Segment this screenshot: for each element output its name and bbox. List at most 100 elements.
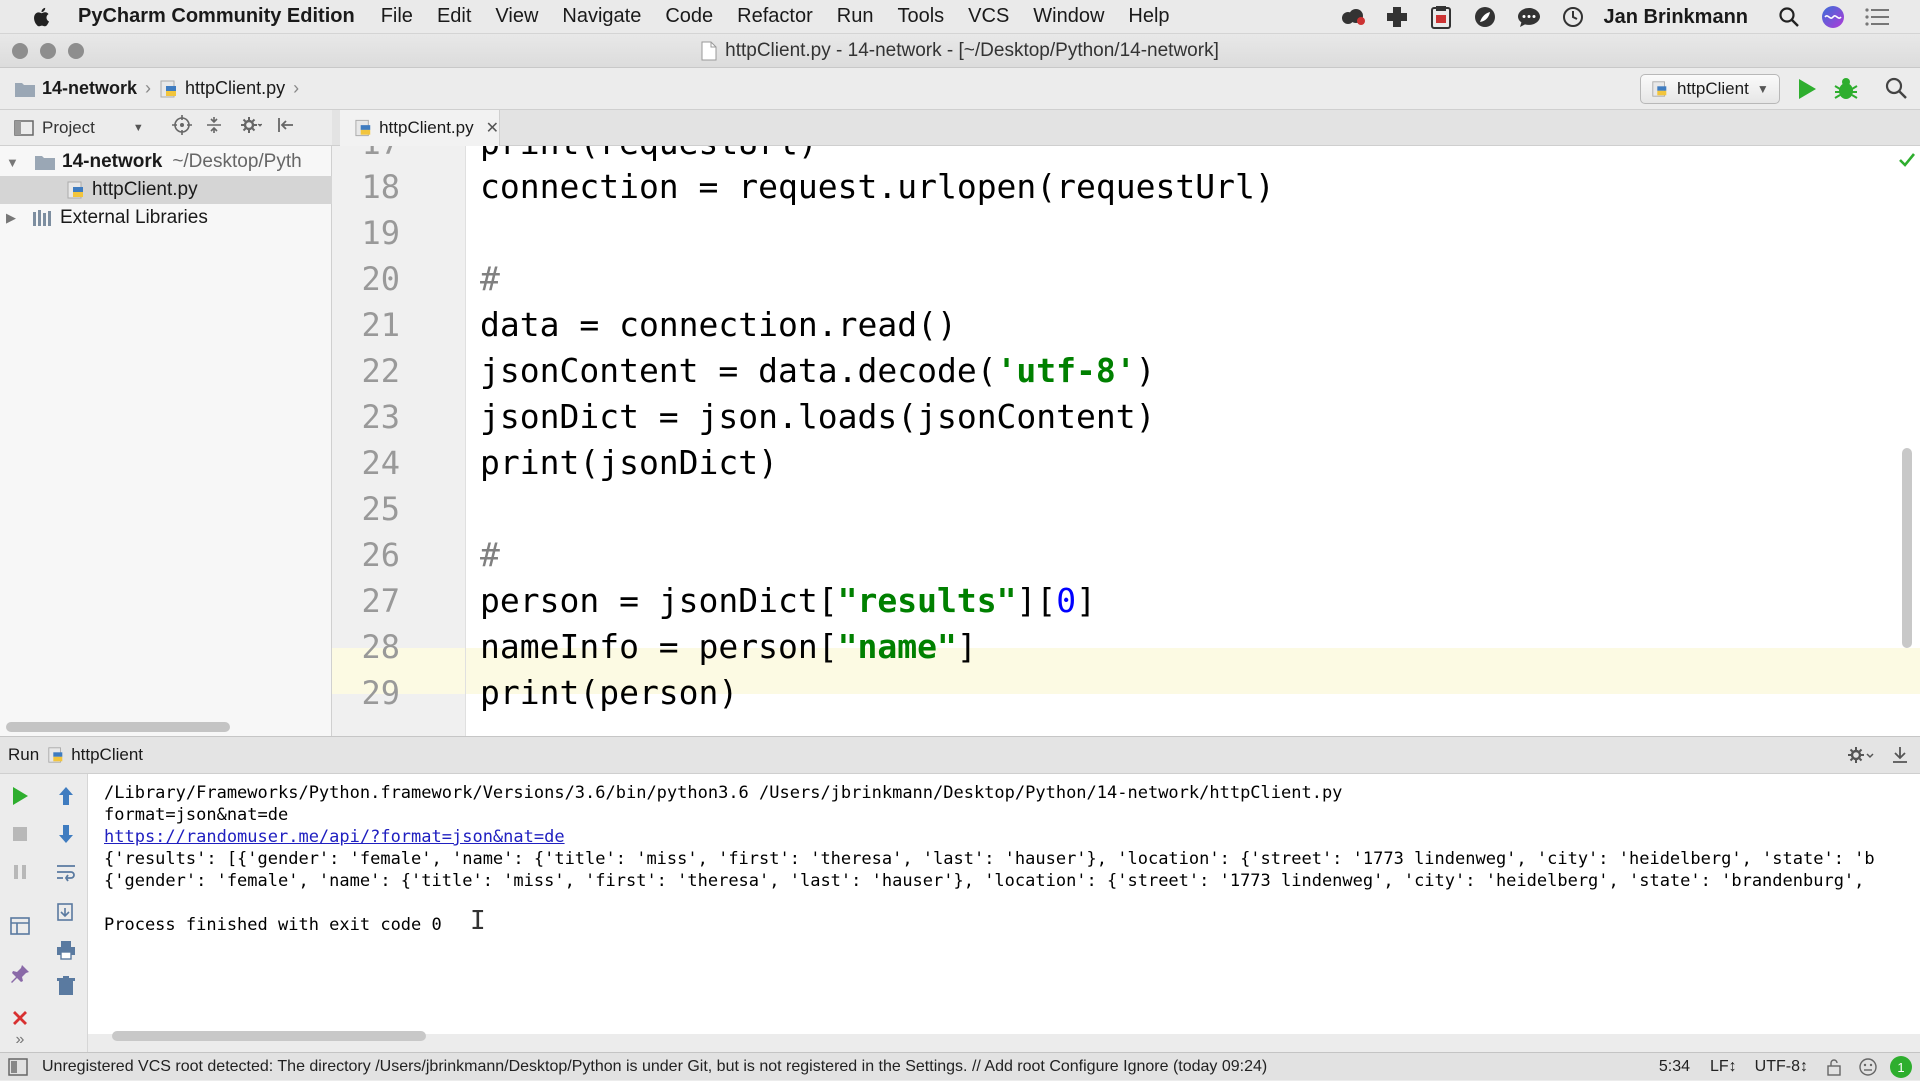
rerun-button[interactable] bbox=[6, 782, 34, 810]
code-line-17: print(requestUrl) bbox=[480, 146, 818, 166]
chevron-down-icon[interactable]: ▼ bbox=[132, 121, 144, 134]
caret-position[interactable]: 5:34 bbox=[1658, 1058, 1690, 1075]
notification-center-icon[interactable] bbox=[1864, 4, 1890, 30]
search-everywhere-button[interactable] bbox=[1884, 76, 1908, 105]
code-editor[interactable]: print(requestUrl) connection = request.u… bbox=[466, 146, 1920, 736]
clear-all-button[interactable] bbox=[52, 972, 80, 1000]
scroll-up-button[interactable] bbox=[52, 782, 80, 810]
code-token: jsonContent = data.decode( bbox=[480, 351, 997, 390]
clipboard-icon[interactable] bbox=[1428, 4, 1454, 30]
apple-logo-icon[interactable] bbox=[30, 5, 54, 29]
code-token: ) bbox=[1135, 351, 1156, 390]
gear-icon[interactable] bbox=[240, 115, 263, 140]
vcs-notification-message[interactable]: Unregistered VCS root detected: The dire… bbox=[42, 1057, 1268, 1075]
line-number: 24 bbox=[361, 444, 400, 482]
file-encoding-selector[interactable]: UTF-8↕ bbox=[1754, 1058, 1808, 1075]
pin-icon bbox=[11, 965, 29, 983]
scroll-to-end-icon bbox=[57, 903, 73, 921]
run-configuration-selector[interactable]: httpClient ▼ bbox=[1640, 74, 1780, 104]
line-separator-selector[interactable]: LF↕ bbox=[1710, 1058, 1737, 1075]
project-tree-horizontal-scrollbar[interactable] bbox=[6, 722, 230, 732]
tree-item-httpclient[interactable]: httpClient.py bbox=[0, 176, 332, 204]
layout-icon bbox=[10, 917, 30, 935]
console-line: format=json&nat=de bbox=[104, 805, 289, 825]
more-actions-icon[interactable]: » bbox=[15, 1031, 25, 1048]
user-name[interactable]: Jan Brinkmann bbox=[1603, 5, 1748, 28]
menu-run[interactable]: Run bbox=[836, 5, 874, 27]
window-close-button[interactable] bbox=[12, 43, 28, 59]
toggle-tool-windows-icon[interactable] bbox=[8, 1057, 28, 1076]
restore-layout-button[interactable] bbox=[6, 912, 34, 940]
run-panel-config-tab[interactable]: httpClient bbox=[71, 745, 144, 764]
breadcrumb-project[interactable]: 14-network bbox=[14, 68, 137, 109]
menu-navigate[interactable]: Navigate bbox=[562, 5, 642, 27]
app-name-menu[interactable]: PyCharm Community Edition bbox=[78, 5, 355, 27]
project-tree: ▼ 14-network ~/Desktop/Pyth httpClient.p… bbox=[0, 146, 332, 736]
breadcrumb-project-label: 14-network bbox=[42, 78, 138, 98]
scroll-to-end-button[interactable] bbox=[52, 898, 80, 926]
inspection-ok-check-icon[interactable] bbox=[1898, 152, 1916, 168]
soft-wrap-icon bbox=[57, 865, 75, 882]
editor-vertical-scrollbar[interactable] bbox=[1902, 448, 1912, 648]
console-line: {'gender': 'female', 'name': {'title': '… bbox=[104, 871, 1865, 891]
run-configuration-label: httpClient bbox=[1677, 79, 1749, 98]
tree-item-project-root[interactable]: ▼ 14-network ~/Desktop/Pyth bbox=[0, 148, 332, 176]
menu-window[interactable]: Window bbox=[1033, 5, 1105, 27]
menu-tools[interactable]: Tools bbox=[897, 5, 945, 27]
lock-icon[interactable] bbox=[1826, 1058, 1842, 1076]
console-horizontal-scrollbar[interactable] bbox=[112, 1031, 426, 1041]
editor-tab-httpclient[interactable]: httpClient.py ✕ bbox=[340, 110, 500, 146]
project-view-selector[interactable]: Project bbox=[42, 117, 95, 137]
line-number: 25 bbox=[361, 490, 400, 528]
spotlight-search-icon[interactable] bbox=[1776, 4, 1802, 30]
code-token: nameInfo = person[ bbox=[480, 627, 838, 666]
breadcrumb-file[interactable]: httpClient.py bbox=[159, 68, 285, 109]
creative-cloud-icon[interactable] bbox=[1340, 4, 1366, 30]
siri-icon[interactable] bbox=[1820, 4, 1846, 30]
chat-bubble-icon[interactable] bbox=[1516, 4, 1542, 30]
navigation-bar: 14-network › httpClient.py › httpClient … bbox=[0, 68, 1920, 110]
debug-button[interactable] bbox=[1832, 76, 1860, 107]
locate-file-icon[interactable] bbox=[171, 115, 192, 140]
tree-expanded-arrow-icon[interactable]: ▼ bbox=[6, 154, 19, 170]
print-button[interactable] bbox=[52, 936, 80, 964]
run-console-output[interactable]: /Library/Frameworks/Python.framework/Ver… bbox=[88, 774, 1920, 1034]
folder-icon bbox=[35, 156, 55, 170]
stop-button[interactable] bbox=[6, 820, 34, 848]
close-run-button[interactable] bbox=[6, 1004, 34, 1032]
plus-cross-icon[interactable] bbox=[1384, 4, 1410, 30]
close-tab-icon[interactable]: ✕ bbox=[485, 120, 499, 137]
menu-help[interactable]: Help bbox=[1128, 5, 1170, 27]
window-zoom-button[interactable] bbox=[68, 43, 84, 59]
time-machine-icon[interactable] bbox=[1560, 4, 1586, 30]
tree-item-external-libraries[interactable]: ▶ External Libraries bbox=[0, 204, 332, 232]
run-toolbar: » bbox=[0, 774, 88, 1052]
leaf-icon[interactable] bbox=[1472, 4, 1498, 30]
debug-bug-icon bbox=[1834, 78, 1858, 99]
breadcrumb-separator-icon: › bbox=[293, 78, 300, 98]
file-icon bbox=[701, 41, 717, 60]
menu-vcs[interactable]: VCS bbox=[968, 5, 1010, 27]
menu-view[interactable]: View bbox=[495, 5, 539, 27]
menu-code[interactable]: Code bbox=[665, 5, 714, 27]
scroll-down-button[interactable] bbox=[52, 820, 80, 848]
pin-tab-button[interactable] bbox=[6, 960, 34, 988]
inspector-face-icon[interactable] bbox=[1858, 1057, 1878, 1077]
hide-run-panel-icon[interactable] bbox=[1890, 745, 1910, 770]
tree-collapsed-arrow-icon[interactable]: ▶ bbox=[6, 210, 16, 225]
run-panel-settings-gear-icon[interactable] bbox=[1846, 745, 1874, 770]
hide-panel-icon[interactable] bbox=[276, 115, 296, 140]
menu-edit[interactable]: Edit bbox=[436, 5, 472, 27]
console-line-command: /Library/Frameworks/Python.framework/Ver… bbox=[104, 783, 1343, 803]
collapse-all-icon[interactable] bbox=[204, 115, 224, 140]
pause-output-button[interactable] bbox=[6, 858, 34, 886]
line-number: 23 bbox=[361, 398, 400, 436]
event-log-badge[interactable]: 1 bbox=[1890, 1056, 1912, 1078]
console-url-link[interactable]: https://randomuser.me/api/?format=json&n… bbox=[104, 827, 565, 847]
run-panel-label[interactable]: Run bbox=[8, 745, 40, 764]
menu-refactor[interactable]: Refactor bbox=[737, 5, 813, 27]
window-minimize-button[interactable] bbox=[40, 43, 56, 59]
run-button[interactable] bbox=[1795, 76, 1819, 107]
soft-wrap-button[interactable] bbox=[52, 858, 80, 886]
menu-file[interactable]: File bbox=[380, 5, 413, 27]
